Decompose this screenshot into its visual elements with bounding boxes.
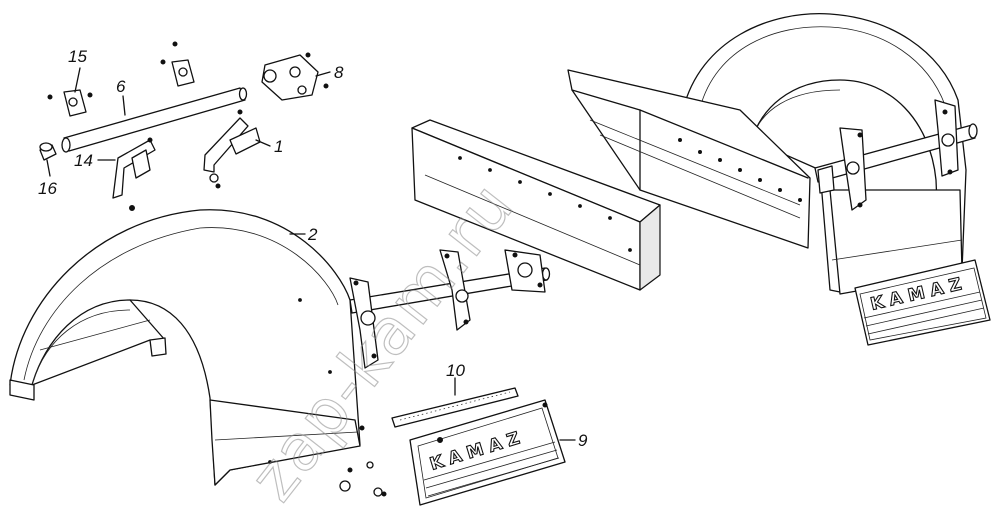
callout-2: 2 — [307, 225, 318, 244]
bracket-8 — [261, 52, 329, 101]
front-mudflap-9 — [409, 399, 566, 506]
callout-9: 9 — [578, 431, 588, 450]
support-bracket-center — [349, 119, 661, 369]
callout-10: 10 — [446, 361, 465, 380]
strip-14 — [112, 137, 156, 211]
tube-6 — [61, 87, 248, 153]
callout-8: 8 — [334, 63, 344, 82]
callout-15: 15 — [68, 47, 87, 66]
rear-fender-assembly — [567, 13, 991, 346]
callout-14: 14 — [74, 151, 93, 170]
callout-16: 16 — [38, 179, 57, 198]
clamp-top — [160, 41, 195, 87]
plug-16 — [39, 142, 57, 161]
fasteners-bottom — [339, 425, 387, 497]
front-fender — [9, 209, 361, 486]
callout-6: 6 — [116, 77, 126, 96]
leader-lines — [46, 67, 576, 441]
strip-10 — [391, 387, 519, 428]
strip-1 — [203, 109, 261, 189]
callout-1: 1 — [274, 137, 283, 156]
clamp-15 — [47, 89, 93, 117]
